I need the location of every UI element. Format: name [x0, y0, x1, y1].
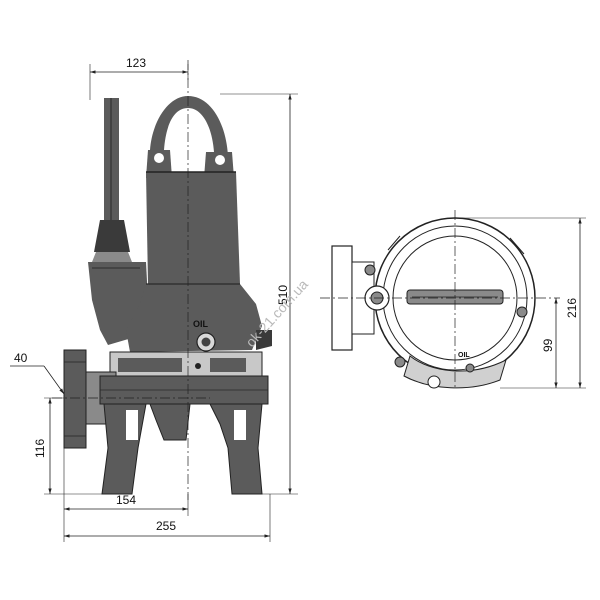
- dim-255: 255: [156, 519, 176, 533]
- pump-housing: [126, 284, 262, 352]
- dim-510: 510: [276, 285, 290, 305]
- dim-216: 216: [565, 298, 579, 318]
- pump-side-view: OIL: [52, 60, 272, 500]
- plan-dimensions: 216 99: [455, 217, 586, 389]
- base-leg-left: [101, 403, 147, 495]
- dim-116: 116: [33, 439, 47, 458]
- dim-40: 40: [14, 351, 28, 365]
- oil-label-front: OIL: [193, 319, 209, 329]
- pump-plan-view: OIL: [320, 210, 560, 389]
- oil-plug: OIL: [193, 319, 216, 352]
- lifting-handle: [150, 96, 228, 168]
- base-leg-right: [209, 403, 263, 495]
- dim-154: 154: [116, 493, 136, 507]
- motor-housing: [146, 172, 240, 284]
- power-cable: [92, 98, 132, 262]
- dim-123: 123: [126, 56, 146, 70]
- front-dimensions: 123 510 40 116 154 255: [10, 56, 298, 542]
- oil-label-plan: OIL: [458, 352, 470, 359]
- dim-99: 99: [541, 338, 555, 352]
- base-leg-center: [149, 403, 191, 441]
